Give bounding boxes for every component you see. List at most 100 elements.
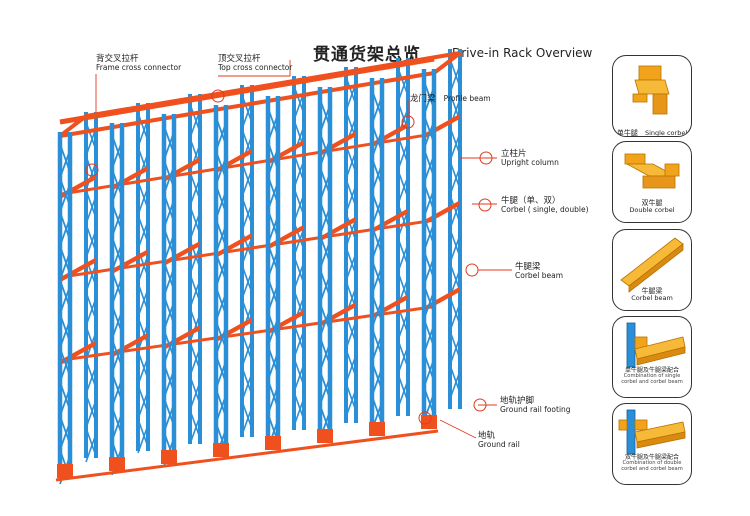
brace (215, 224, 227, 254)
brace (293, 295, 305, 325)
brace (163, 227, 175, 257)
callout-ground-rail-footing: 地轨护脚 Ground rail footing (500, 396, 571, 414)
brace (111, 168, 123, 198)
brace (449, 64, 461, 94)
brace (215, 292, 227, 322)
brace (59, 177, 71, 207)
brace (59, 347, 71, 377)
brace (345, 212, 357, 242)
brace (345, 354, 357, 384)
brace (423, 80, 435, 110)
corbel-beam-icon (620, 237, 684, 293)
brace (163, 165, 175, 195)
callout-profile-beam: 龙门梁 Profile beam (410, 94, 491, 104)
brace (241, 134, 253, 164)
brace (85, 229, 97, 259)
brace (111, 276, 123, 306)
brace (59, 183, 71, 213)
brace (371, 89, 383, 119)
ground-rail-footing (369, 422, 385, 436)
brace (85, 127, 97, 157)
brace (59, 217, 71, 247)
brace (85, 365, 97, 395)
brace (215, 326, 227, 356)
brace (189, 239, 201, 269)
brace (85, 263, 97, 293)
double-combination-icon (618, 409, 686, 455)
brace (423, 154, 435, 184)
brace (137, 118, 149, 148)
ground-rail-footing (265, 436, 281, 450)
brace (137, 248, 149, 278)
brace (137, 424, 149, 454)
brace (189, 279, 201, 309)
brace (371, 395, 383, 425)
brace (397, 203, 409, 233)
card-corbel-beam: 牛腿梁 Corbel beam (612, 229, 692, 311)
brace (111, 338, 123, 368)
brace (163, 397, 175, 427)
brace (215, 394, 227, 424)
brace (319, 132, 331, 162)
brace (267, 147, 279, 177)
brace (293, 255, 305, 285)
ground-rail (55, 429, 439, 482)
title-chinese: 贯通货架总览 (313, 45, 421, 65)
brace (397, 141, 409, 171)
brace (267, 385, 279, 415)
brace (371, 163, 383, 193)
brace (189, 307, 201, 337)
brace (319, 200, 331, 230)
brace (111, 140, 123, 170)
brace (267, 215, 279, 245)
brace (241, 230, 253, 260)
brace (241, 168, 253, 198)
brace (163, 335, 175, 365)
brace (397, 169, 409, 199)
brace (319, 274, 331, 304)
brace (189, 341, 201, 371)
brace (293, 187, 305, 217)
callout-corbel: 牛腿（单、双） Corbel ( single, double) (501, 196, 589, 214)
brace (85, 399, 97, 429)
brace (137, 316, 149, 346)
brace (215, 184, 227, 214)
brace (137, 254, 149, 284)
brace (163, 261, 175, 291)
brace (85, 189, 97, 219)
brace (163, 233, 175, 263)
brace (137, 152, 149, 182)
brace (423, 284, 435, 314)
brace (59, 149, 71, 179)
brace (189, 375, 201, 405)
brace (397, 311, 409, 341)
brace (111, 174, 123, 204)
brace (371, 259, 383, 289)
brace (111, 412, 123, 442)
brace (215, 360, 227, 390)
brace (293, 397, 305, 427)
brace (371, 327, 383, 357)
brace (111, 378, 123, 408)
ground-rail-footing (213, 443, 229, 457)
brace (241, 196, 253, 226)
card-double-combination: 双牛腿及牛腿梁配合 Combination of double corbel a… (612, 403, 692, 485)
brace (423, 114, 435, 144)
brace (319, 342, 331, 372)
brace (137, 418, 149, 448)
callout-corbel-beam: 牛腿梁 Corbel beam (515, 262, 564, 280)
ground-rail-footing (57, 464, 73, 478)
brace (319, 404, 331, 434)
brace (137, 384, 149, 414)
brace (345, 252, 357, 282)
single-corbel-icon (632, 65, 670, 115)
brace (345, 150, 357, 180)
brace (449, 296, 461, 326)
profile-beam (59, 56, 435, 125)
brace (319, 138, 331, 168)
brace (59, 415, 71, 445)
brace (241, 304, 253, 334)
brace (449, 126, 461, 156)
brace (319, 308, 331, 338)
